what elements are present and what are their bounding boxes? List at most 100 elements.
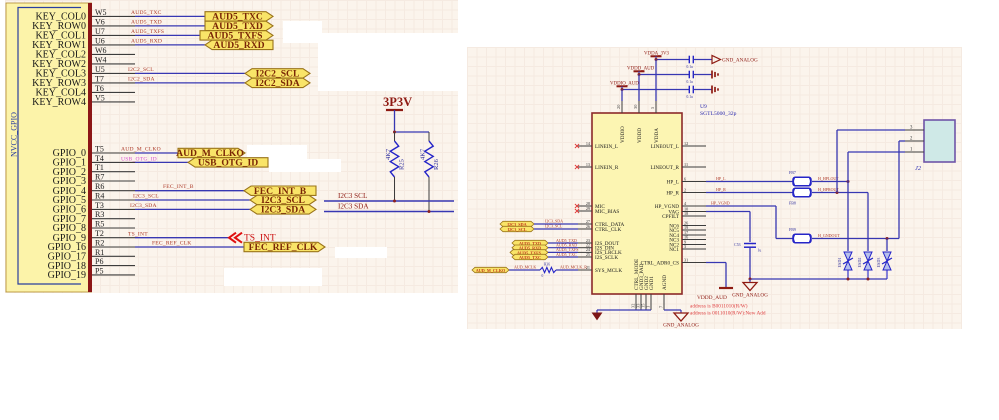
gpio-sheet-symbol[interactable] — [5, 2, 92, 293]
net-label-aud5_txc[interactable]: AUD5_TXC — [131, 10, 162, 16]
resistor-ref[interactable]: R25 — [399, 159, 406, 170]
ic-pin-name: I2S_LRCLK — [595, 250, 622, 256]
port-aud5_txfs[interactable]: AUD5_TXFS — [199, 30, 274, 42]
resistor-ref[interactable]: R26 — [433, 158, 440, 170]
capacitor-value[interactable]: 0.1u — [687, 95, 693, 99]
net-label-aud5_rxd[interactable]: AUD5_RXD — [556, 243, 577, 248]
net-label-ts_int[interactable]: TS_INT — [128, 231, 148, 237]
power-port-label-vddd-aud[interactable]: VDDD_AUD — [627, 66, 655, 71]
esd-ref[interactable]: ESD1 — [837, 257, 842, 267]
gnd-analog-label-top[interactable]: GND_ANALOG — [722, 58, 758, 64]
port-aud5_txd[interactable]: AUD5_TXD — [204, 20, 274, 32]
esd-diode-esd3[interactable] — [882, 251, 892, 263]
bus-label-i2c3-sda[interactable]: I2C3 SDA — [338, 203, 369, 211]
net-label-h_gndout[interactable]: H_GNDOUT — [818, 233, 840, 238]
gnd-analog-label-rail[interactable]: GND_ANALOG — [732, 293, 768, 299]
block-pin-number: R1 — [95, 248, 104, 257]
block-pin-number: T2 — [95, 229, 104, 238]
ic-pin-name: CTRL_DATA — [595, 222, 625, 228]
ic-u9-part[interactable]: SGTL5000_32p — [700, 111, 737, 117]
white-patch — [318, 33, 458, 91]
connector-j2-body[interactable] — [923, 119, 956, 163]
offsheet-label-ts-int[interactable]: TS_INT — [244, 234, 276, 244]
capacitor-value[interactable]: 0.1u — [687, 65, 693, 69]
port-i2c3_sda[interactable]: I2C3_SDA — [249, 204, 317, 216]
net-label-h_hprout[interactable]: H_HPROUT — [818, 187, 839, 192]
ferrite-bead-fb9[interactable] — [792, 233, 812, 244]
net-label-aud_m_clko[interactable]: AUD_M_CLKO — [121, 147, 161, 153]
bead-ref[interactable]: FB7 — [789, 170, 796, 175]
net-label-aud_mclk_r[interactable]: AUD_MCLK_R — [560, 265, 587, 270]
ic-u9-ref[interactable]: U9 — [700, 104, 707, 110]
power-port-label-vdda-3v3[interactable]: VDDA_3V3 — [644, 51, 670, 56]
net-label-aud5_txfs[interactable]: AUD5_TXFS — [131, 29, 164, 35]
connector-j2-ref[interactable]: J2 — [915, 165, 922, 172]
nvcc-gpio-net-label[interactable]: NVCC_GPIO — [10, 112, 19, 157]
net-label-hp_l[interactable]: HP_L — [716, 176, 726, 181]
capacitor-value[interactable]: 0.1u — [687, 80, 693, 84]
resistor-value[interactable]: 4K7 — [420, 148, 427, 160]
ic-pin-number: 16 — [684, 234, 688, 239]
block-pin-name: GPIO_3 — [53, 176, 86, 187]
ic-u9-body[interactable] — [591, 112, 683, 295]
port-aud5_rxd[interactable]: AUD5_RXD — [204, 39, 274, 51]
net-label-i2c2_sda[interactable]: I2C2_SDA — [128, 77, 155, 83]
net-label-i2c3_scl[interactable]: I2C3_SCL — [133, 194, 159, 200]
net-label-aud5_txfs[interactable]: AUD5_TXFS — [556, 247, 578, 252]
net-label-aud5_txd[interactable]: AUD5_TXD — [131, 20, 162, 26]
resistor-value[interactable]: 4K7 — [385, 148, 392, 160]
resistor-value[interactable]: 0 — [542, 274, 544, 278]
net-label-aud_mclk[interactable]: AUD_MCLK — [514, 265, 536, 270]
bead-end — [792, 177, 796, 186]
resistor-r25[interactable] — [388, 140, 401, 178]
net-label-i2c3_scl[interactable]: I2C3_SCL — [545, 224, 563, 229]
esd-diode-esd1[interactable] — [843, 251, 853, 263]
port-aud5_txc[interactable]: AUD5_TXC — [204, 11, 274, 23]
net-label-i2c3_sda[interactable]: I2C3_SDA — [545, 219, 563, 224]
offsheet-connector-ts-int[interactable] — [227, 231, 243, 244]
bead-ref[interactable]: FB8 — [789, 201, 796, 206]
resistor-ref[interactable]: R36 — [544, 263, 550, 267]
net-label-aud5_rxd[interactable]: AUD5_RXD — [131, 39, 162, 45]
net-label-hp_r[interactable]: HP_R — [716, 187, 726, 192]
net-label-aud5_txd[interactable]: AUD5_TXD — [556, 238, 577, 243]
esd-ref[interactable]: ESD2 — [857, 257, 862, 267]
bead-ref[interactable]: FB9 — [789, 227, 796, 232]
net-label-fec_ref_clk[interactable]: FEC_REF_CLK — [152, 241, 192, 247]
net-label-usb_otg_id[interactable]: USB_OTG_ID — [121, 156, 157, 162]
capacitor-ref[interactable]: C53 — [734, 243, 740, 247]
port-aud_m_clko[interactable]: AUD_M_CLKO — [471, 266, 510, 274]
port-fec_int_b[interactable]: FEC_INT_B — [243, 185, 317, 197]
power-port-3p3v-label[interactable]: 3P3V — [383, 95, 412, 109]
gnd-analog-symbol — [741, 281, 759, 292]
port-i2c2_sda[interactable]: I2C2_SDA — [244, 77, 311, 89]
ferrite-bead-fb8[interactable] — [792, 187, 812, 198]
net-label-i2c3_sda[interactable]: I2C3_SDA — [130, 203, 157, 209]
power-port-label-vddio-aud[interactable]: VDDIO_AUD — [610, 81, 639, 86]
net-label-h_hplout[interactable]: H_HPLOUT — [818, 176, 839, 181]
port-label: AUD5_TXC — [519, 255, 541, 260]
port-shape — [244, 77, 311, 89]
power-port-label-vddd-aud-pullup[interactable]: VDDD_AUD — [697, 295, 727, 301]
esd-diode-esd2[interactable] — [863, 251, 873, 263]
port-i2c3_scl[interactable]: I2C3_SCL — [499, 225, 535, 233]
block-pin-name: GPIO_4 — [53, 186, 86, 197]
bus-label-i2c3-scl[interactable]: I2C3 SCL — [338, 192, 367, 200]
port-aud5_txc[interactable]: AUD5_TXC — [511, 253, 549, 261]
net-label-aud5_txc[interactable]: AUD5_TXC — [556, 252, 577, 257]
capacitor-value[interactable]: 1u — [758, 249, 762, 253]
port-fec_ref_clk[interactable]: FEC_REF_CLK — [243, 241, 326, 253]
ferrite-bead-fb7[interactable] — [792, 176, 812, 187]
gnd-analog-label-agnd[interactable]: GND_ANALOG — [663, 323, 699, 329]
resistor-r36[interactable] — [539, 266, 557, 274]
net-label-hp_vgnd[interactable]: HP_VGND — [711, 201, 730, 206]
esd-ref[interactable]: ESD3 — [876, 257, 881, 267]
port-aud_m_clko[interactable]: AUD_M_CLKO — [176, 147, 246, 159]
ic-pin-number: 3 — [684, 244, 686, 249]
note-i2c-address-2[interactable]: address is 0011010(R/W):New Add — [690, 310, 766, 317]
port-usb_otg_id[interactable]: USB_OTG_ID — [187, 157, 269, 169]
resistor-r26[interactable] — [423, 140, 435, 178]
net-label-fec_int_b[interactable]: FEC_INT_B — [163, 184, 194, 190]
note-i2c-address-1[interactable]: address is B0011010(R/W) — [690, 303, 748, 310]
net-label-i2c2_scl[interactable]: I2C2_SCL — [128, 67, 154, 73]
